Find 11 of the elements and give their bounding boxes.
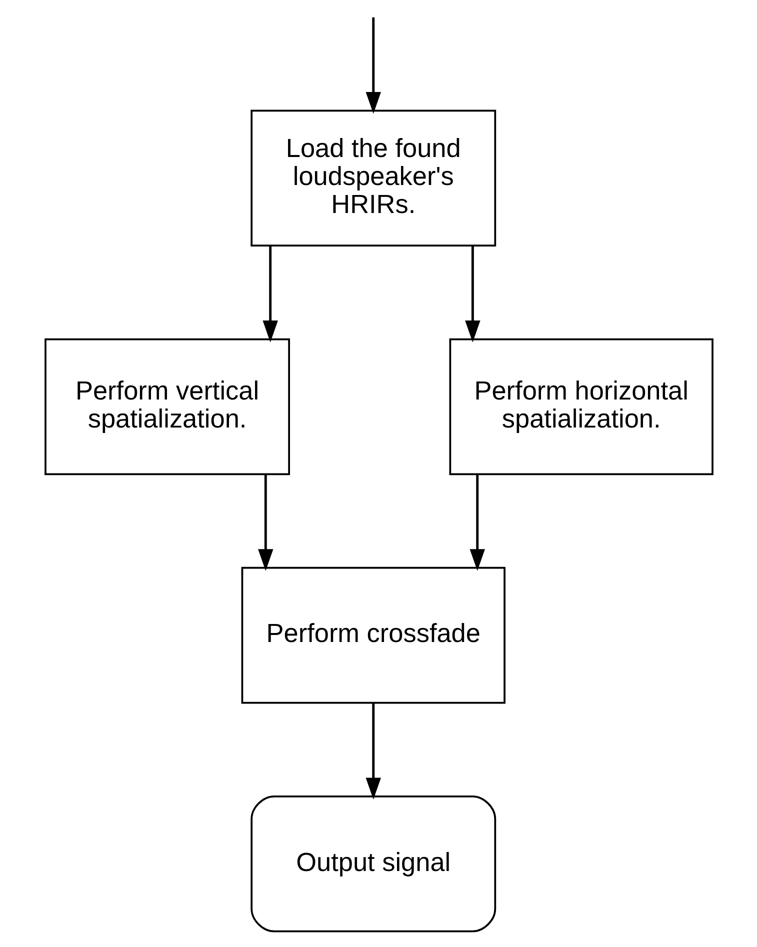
- arrow: [258, 474, 273, 571]
- node-box: Load the found loudspeaker's HRIRs.: [250, 110, 496, 247]
- node-box: Perform horizontal spatialization.: [448, 338, 713, 476]
- node-box: Output signal: [250, 796, 496, 932]
- node-box: Perform crossfade: [240, 566, 505, 704]
- arrow: [469, 474, 484, 571]
- arrow: [464, 246, 480, 342]
- arrow: [262, 246, 278, 342]
- arrow: [365, 703, 380, 800]
- node-box: Perform vertical spatialization.: [44, 338, 290, 476]
- arrow: [365, 17, 380, 114]
